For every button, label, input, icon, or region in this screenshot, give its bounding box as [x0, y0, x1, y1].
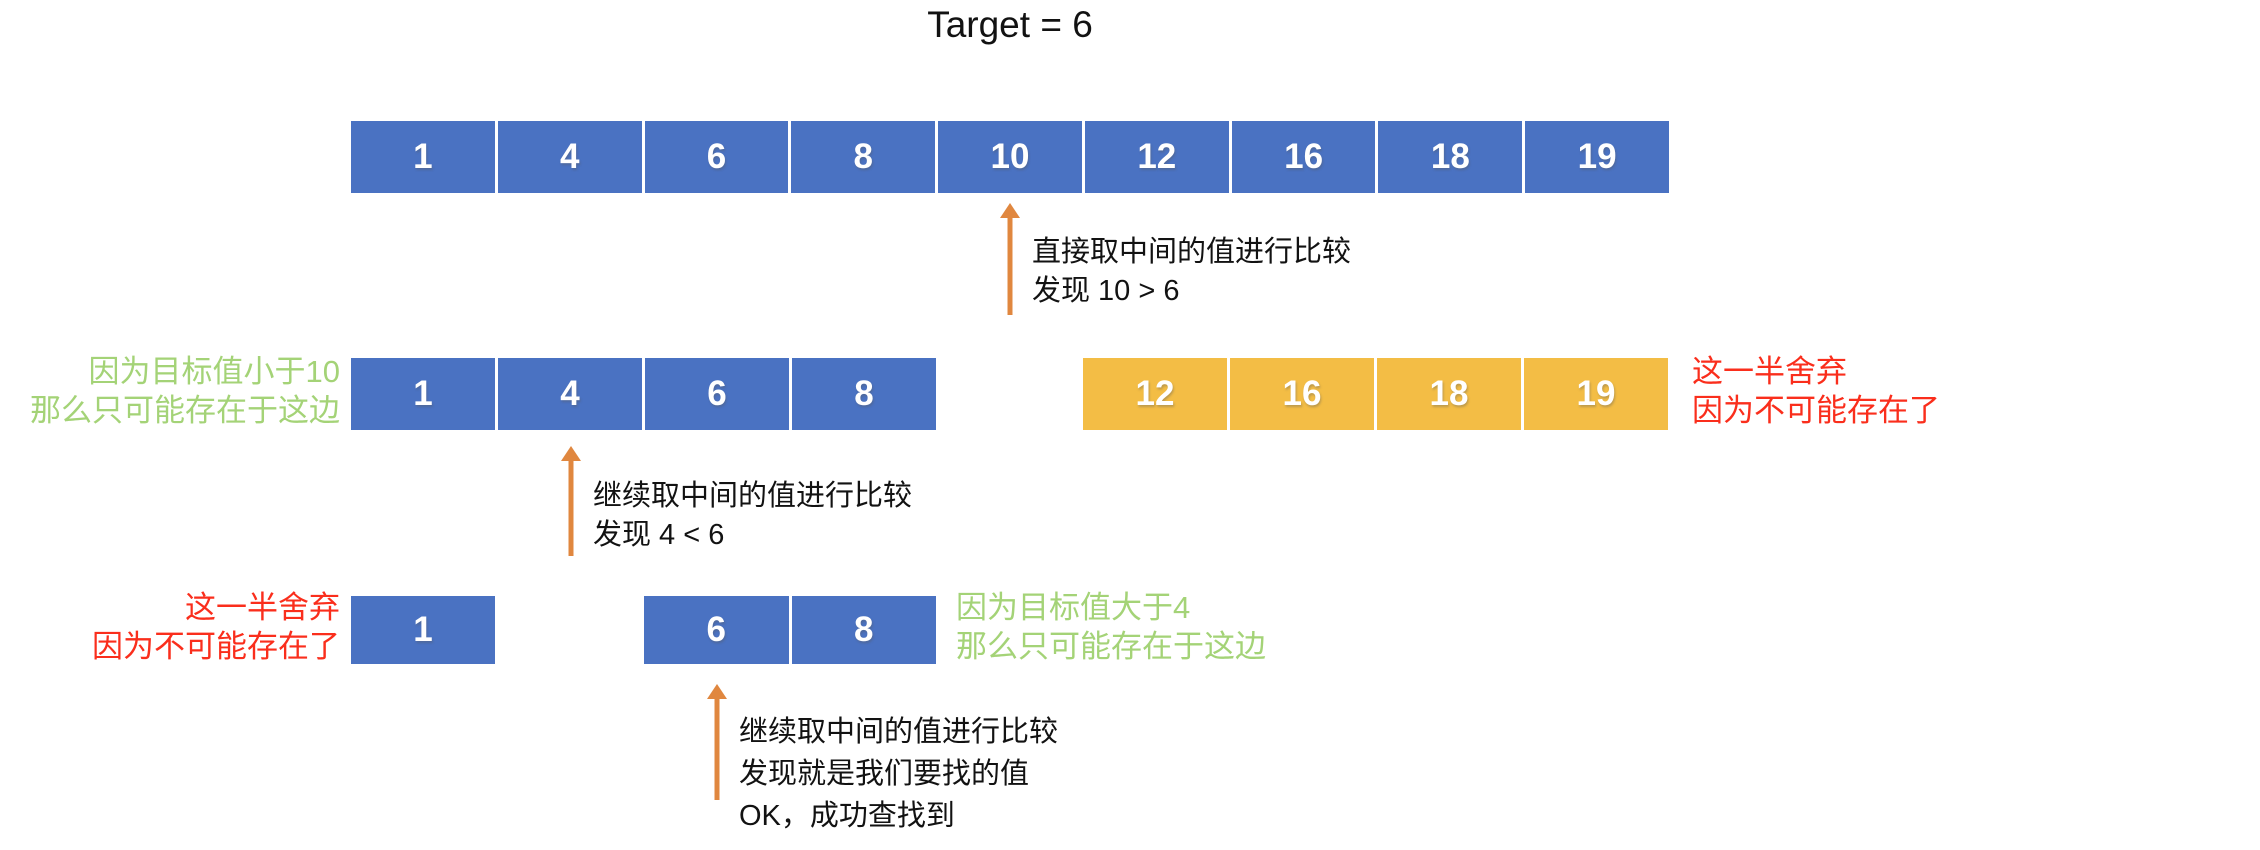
array-cell-found: 6	[644, 596, 789, 664]
array-cell: 1	[351, 121, 495, 193]
diagram-title: Target = 6	[927, 4, 1093, 45]
step3-right-note: 因为目标值大于4 那么只可能存在于这边	[956, 588, 1266, 666]
step2-right-note-line2: 因为不可能存在了	[1692, 393, 1940, 428]
array-row-kept-left-half: 1 4 6 8	[351, 358, 936, 430]
step2-annotation-line2: 发现 4 < 6	[593, 519, 725, 551]
array-row-discarded-cell: 1	[351, 596, 495, 664]
step3-right-note-line1: 因为目标值大于4	[956, 590, 1191, 625]
array-cell: 18	[1378, 121, 1523, 193]
array-cell: 19	[1525, 121, 1670, 193]
arrow-to-found-6	[707, 684, 727, 800]
array-cell: 8	[791, 596, 936, 664]
array-cell: 4	[497, 121, 642, 193]
array-row-full: 1 4 6 8 10 12 16 18 19	[351, 121, 1670, 193]
step3-right-note-line2: 那么只可能存在于这边	[956, 629, 1266, 664]
array-cell: 12	[1084, 121, 1229, 193]
arrow-stem	[568, 458, 574, 556]
step1-annotation: 直接取中间的值进行比较 发现 10 > 6	[1032, 233, 1351, 311]
step2-left-note: 因为目标值小于10 那么只可能存在于这边	[0, 352, 340, 430]
array-row-discarded-right-half: 12 16 18 19	[1083, 358, 1668, 430]
step3-annotation-line2: 发现就是我们要找的值	[739, 758, 1030, 790]
step2-left-note-line1: 因为目标值小于10	[88, 354, 340, 389]
step2-annotation-line1: 继续取中间的值进行比较	[593, 480, 913, 512]
step1-annotation-line1: 直接取中间的值进行比较	[1032, 236, 1352, 268]
step2-left-note-line2: 那么只可能存在于这边	[30, 393, 340, 428]
step2-right-note-line1: 这一半舍弃	[1692, 354, 1847, 389]
array-cell-mid: 10	[938, 121, 1082, 193]
array-cell: 16	[1231, 121, 1376, 193]
arrow-to-mid-10	[1000, 203, 1020, 315]
step2-annotation: 继续取中间的值进行比较 发现 4 < 6	[593, 477, 912, 555]
arrow-head-icon	[561, 446, 581, 461]
array-cell: 1	[351, 358, 495, 430]
arrow-head-icon	[707, 684, 727, 699]
array-row-kept-cells: 6 8	[644, 596, 936, 664]
array-cell: 1	[351, 596, 495, 664]
array-cell: 12	[1083, 358, 1227, 430]
step3-left-note: 这一半舍弃 因为不可能存在了	[0, 588, 340, 666]
array-cell: 18	[1377, 358, 1521, 430]
step3-left-note-line2: 因为不可能存在了	[92, 629, 340, 664]
array-cell: 8	[791, 121, 936, 193]
array-cell: 19	[1524, 358, 1668, 430]
array-cell: 6	[645, 358, 789, 430]
arrow-stem	[714, 696, 720, 800]
step2-right-note: 这一半舍弃 因为不可能存在了	[1692, 352, 1940, 430]
step1-annotation-line2: 发现 10 > 6	[1032, 275, 1180, 307]
step3-annotation: 继续取中间的值进行比较 发现就是我们要找的值 OK，成功查找到	[739, 711, 1058, 837]
step3-left-note-line1: 这一半舍弃	[185, 590, 340, 625]
arrow-stem	[1007, 215, 1013, 315]
array-cell-mid: 4	[498, 358, 642, 430]
array-cell: 8	[792, 358, 936, 430]
array-cell: 16	[1230, 358, 1374, 430]
step3-annotation-line3: OK，成功查找到	[739, 800, 955, 832]
arrow-head-icon	[1000, 203, 1020, 218]
array-cell: 6	[644, 121, 789, 193]
arrow-to-mid-4	[561, 446, 581, 556]
step3-annotation-line1: 继续取中间的值进行比较	[739, 716, 1059, 748]
